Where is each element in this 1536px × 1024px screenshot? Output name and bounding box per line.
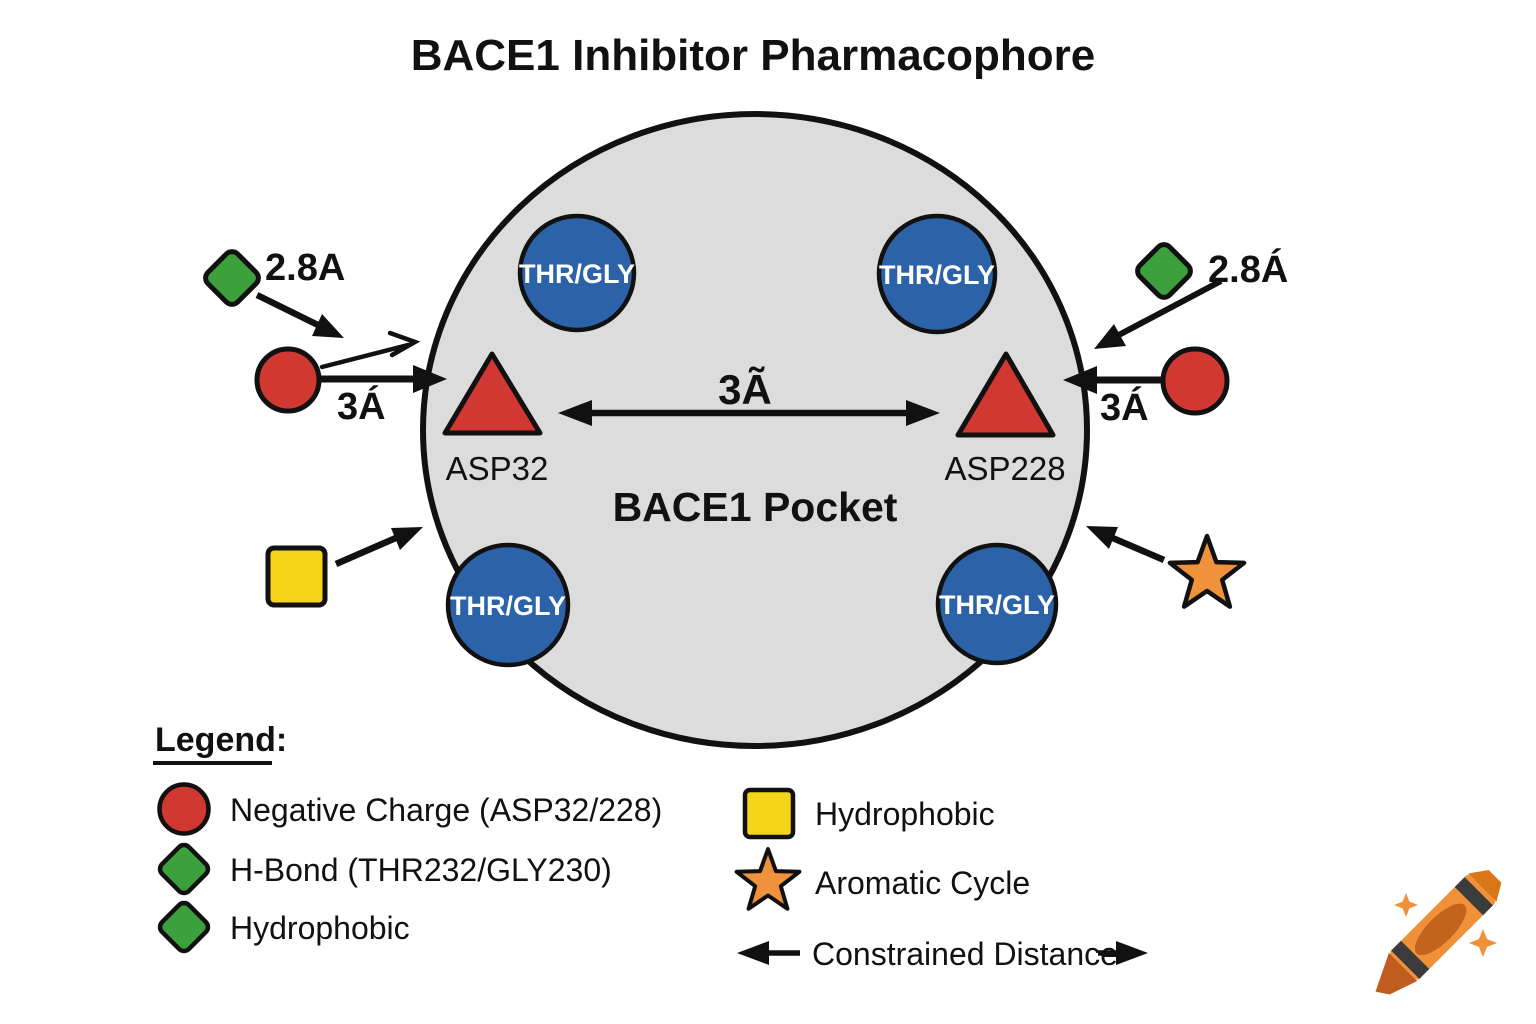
legend-heading: Legend: (155, 721, 287, 759)
green-diamond-icon (157, 900, 211, 954)
arrowhead-icon (391, 527, 423, 550)
pocket-label: BACE1 Pocket (613, 484, 898, 530)
legend-item-negative-charge: Negative Charge (ASP32/228) (157, 782, 662, 836)
sparkle-icon (1469, 929, 1497, 957)
left-thin-arrow (319, 330, 421, 370)
arrowhead-right-icon (1116, 941, 1148, 965)
arrowhead-icon (1063, 366, 1097, 394)
legend-item-aromatic: Aromatic Cycle (734, 847, 1030, 911)
center-distance-label: 3Ã (718, 366, 772, 413)
arrowhead-left-icon (737, 941, 769, 965)
negative-charge-right-icon (1160, 346, 1230, 416)
asp228-label: ASP228 (944, 450, 1065, 487)
green-diamond-icon (157, 842, 211, 896)
right-charge-arrow (1063, 366, 1161, 394)
asp32-label: ASP32 (446, 450, 549, 487)
residue-circle-icon (876, 213, 998, 335)
residue-circle-icon (935, 542, 1059, 666)
residue-circle-bottom-right: THR/GLY (935, 542, 1059, 666)
legend-item-constrained-distance: Constrained Distance (737, 936, 1148, 972)
aromatic-arrow (1086, 526, 1166, 563)
arrowhead-icon (1094, 324, 1126, 349)
open-arrowhead-icon (387, 330, 421, 358)
arrowhead-right-icon (906, 400, 940, 426)
residue-circle-icon (445, 542, 571, 668)
residue-circle-label: THR/GLY (519, 259, 635, 289)
arrowhead-icon (312, 314, 344, 338)
asp32-triangle-icon (442, 351, 543, 436)
legend-item-label: Aromatic Cycle (815, 865, 1030, 901)
arrowhead-left-icon (558, 400, 592, 426)
left-hbond-arrow (255, 292, 344, 338)
legend-item-label: Negative Charge (ASP32/228) (230, 792, 662, 828)
left-charge-distance-label: 3Á (337, 384, 386, 428)
aromatic-star-icon (1167, 533, 1247, 609)
asp228-triangle-icon (955, 351, 1056, 438)
sparkle-icon (1394, 893, 1418, 917)
hydrophobic-arrow (334, 527, 423, 567)
legend-item-hbond: H-Bond (THR232/GLY230) (157, 842, 612, 896)
residue-circle-label: THR/GLY (450, 591, 566, 621)
center-distance-arrow (558, 400, 940, 426)
residue-circle-label: THR/GLY (939, 590, 1055, 620)
residue-circle-bottom-left: THR/GLY (445, 542, 571, 668)
right-hbond-arrow (1094, 278, 1223, 349)
left-charge-arrow (321, 365, 447, 393)
crayon-logo-icon (1375, 870, 1502, 995)
residue-circle-icon (517, 213, 637, 333)
legend-item-label: Hydrophobic (815, 796, 995, 832)
hydrophobic-square-icon (265, 545, 328, 608)
hbond-diamond-right-icon (1135, 242, 1193, 300)
page-title: BACE1 Inhibitor Pharmacophore (411, 31, 1096, 80)
residue-circle-top-right: THR/GLY (876, 213, 998, 335)
left-hbond-distance-label: 2.8A (265, 247, 345, 289)
right-charge-distance-label: 3Á (1100, 385, 1149, 429)
hbond-diamond-left-icon (203, 249, 261, 307)
residue-circle-label: THR/GLY (879, 260, 995, 290)
legend-item-hydrophobic-square: Hydrophobic (742, 787, 995, 840)
legend-item-label: H-Bond (THR232/GLY230) (230, 852, 612, 888)
legend-item-label: Constrained Distance (812, 936, 1118, 972)
arrowhead-icon (1086, 526, 1118, 549)
orange-star-icon (734, 847, 802, 911)
red-circle-icon (157, 782, 211, 836)
legend-item-hydrophobic-diamond: Hydrophobic (157, 900, 410, 954)
legend-item-label: Hydrophobic (230, 910, 410, 946)
residue-circle-top-left: THR/GLY (517, 213, 637, 333)
arrowhead-icon (413, 365, 447, 393)
yellow-square-icon (742, 787, 796, 840)
negative-charge-left-icon (254, 346, 322, 414)
